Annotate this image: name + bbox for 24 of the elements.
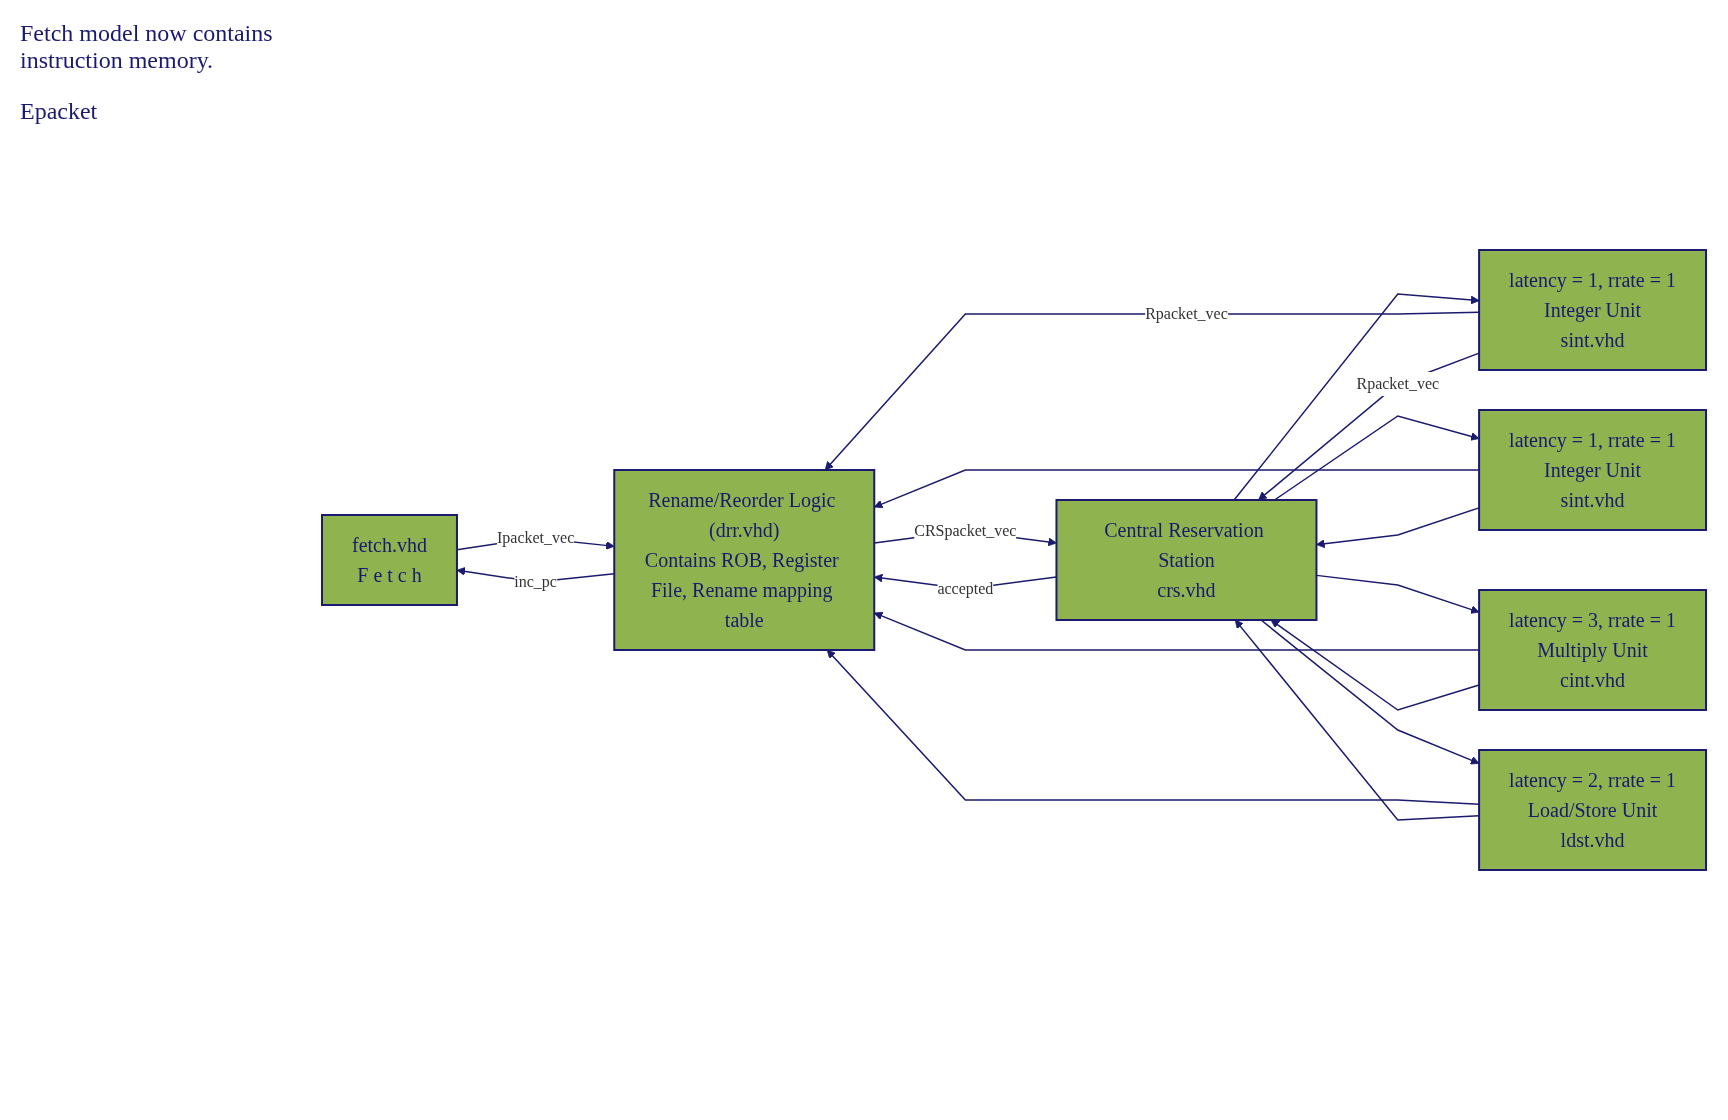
node-box: Central Reservation Station crs.vhd: [1055, 499, 1318, 621]
edge-label: Rpacket_vec: [1145, 305, 1228, 322]
arrow: [1273, 415, 1480, 501]
node-box: Rename/Reorder Logic (drr.vhd) Contains ROB, Register File, Rename mapping table: [613, 469, 876, 651]
node-box: latency = 1, rrate = 1 Integer Unit sint.vhd: [1478, 409, 1707, 531]
arrow: [1316, 507, 1480, 549]
note-text: Fetch model now contains instruction memory.: [20, 20, 274, 74]
arrow: [826, 649, 1480, 805]
note-text: Epacket: [20, 98, 99, 125]
node-box: latency = 3, rrate = 1 Multiply Unit cint.vhd: [1478, 589, 1707, 711]
edge-label: Rpacket_vec: [1356, 375, 1440, 392]
arrow: [1234, 619, 1480, 821]
arrow: [824, 311, 1480, 471]
arrow: [1270, 619, 1480, 711]
edge-label: accepted: [937, 580, 994, 597]
arrow: [1260, 619, 1480, 765]
node-box: fetch.vhd F e t c h: [321, 514, 458, 606]
edge-label: inc_pc: [514, 573, 557, 590]
edge-label: CRSpacket_vec: [914, 522, 1017, 539]
arrow: [1233, 293, 1480, 501]
node-box: latency = 1, rrate = 1 Integer Unit sint.vhd: [1478, 249, 1707, 371]
node-box: latency = 2, rrate = 1 Load/Store Unit ldst.vhd: [1478, 749, 1707, 871]
arrow: [1258, 352, 1480, 501]
edge-label: Ipacket_vec: [496, 529, 575, 546]
